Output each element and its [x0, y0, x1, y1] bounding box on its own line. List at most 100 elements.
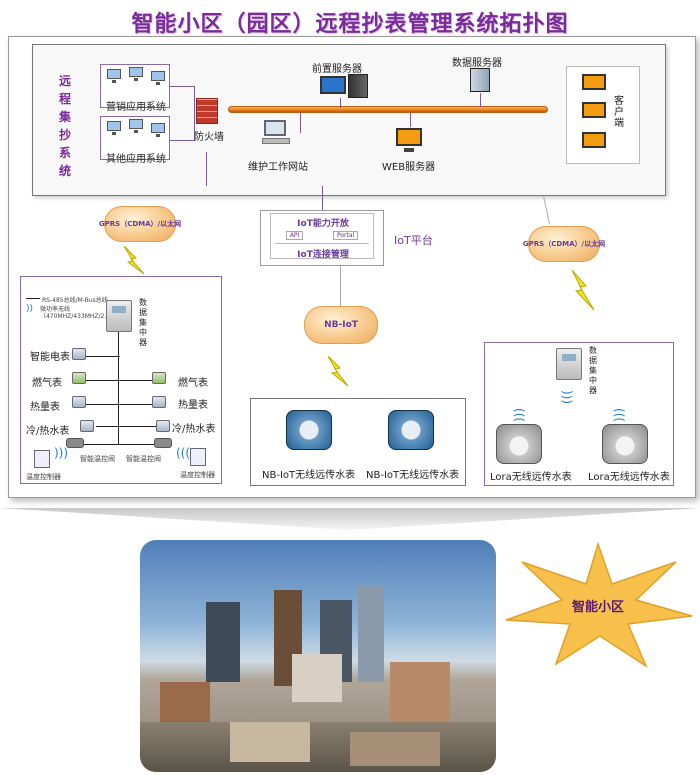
firewall-label: 防火墙 [194, 132, 224, 143]
valve-right-label: 智能温控阀 [126, 455, 161, 463]
iot-tags: API Portal [271, 231, 373, 240]
client-label: 客户端 [614, 96, 624, 129]
iot-connect-title: IoT连接管理 [297, 250, 349, 260]
api-tag: API [285, 231, 304, 240]
computer-icon [151, 71, 165, 85]
connector-line [300, 113, 301, 133]
data-collector-icon [106, 300, 132, 332]
iot-platform-label: IoT平台 [394, 234, 433, 247]
computer-icon [129, 67, 143, 81]
wifi-icon: ))) [54, 446, 69, 460]
nbiot-cloud: NB-IoT [304, 306, 378, 344]
wifi-icon: )) [26, 304, 34, 314]
electric-meter-label: 智能电表 [30, 352, 70, 363]
nbiot-water-meter-icon [388, 410, 434, 450]
coldhot-meter-right-label: 冷/热水表 [172, 424, 216, 435]
collector-label: 数 据 集 中 器 [139, 298, 147, 347]
lora-meter1-label: Lora无线远传水表 [490, 472, 572, 483]
lightning-bolt-icon [327, 356, 349, 387]
gprs-cloud-left: GPRS（CDMA）/以太网 [99, 206, 181, 242]
connector-line [206, 152, 207, 186]
connector-line [170, 86, 194, 87]
building-shape [230, 722, 310, 762]
thermostat-left-label: 温度控制器 [26, 473, 61, 481]
iot-capability-title: IoT能力开放 [297, 219, 349, 229]
gas-meter-icon [72, 372, 86, 384]
electric-meter-icon [72, 348, 86, 360]
legend-wired-line [26, 298, 40, 299]
thermostat-icon [190, 448, 206, 466]
iot-platform-inner: IoT能力开放 API Portal IoT连接管理 [270, 213, 374, 260]
firewall-icon [196, 98, 218, 124]
lora-meter2-label: Lora无线远传水表 [588, 472, 670, 483]
vertical-system-label: 远 程 集 抄 系 统 [58, 74, 71, 178]
lora-water-meter-icon [496, 424, 542, 464]
connector-line [340, 266, 341, 310]
gprs-cloud-right: GPRS（CDMA）/以太网 [523, 226, 605, 262]
nbiot-meter1-label: NB-IoT无线远传水表 [262, 470, 356, 481]
thermostat-icon [34, 450, 50, 468]
nbiot-water-meter-icon [286, 410, 332, 450]
connector-line [480, 93, 481, 107]
thermostat-right-label: 温度控制器 [180, 471, 215, 479]
connector-line [194, 86, 195, 141]
valve-left-label: 智能温控阀 [80, 455, 115, 463]
lightning-bolt-icon [123, 246, 145, 275]
legend-wireless-label: 微功率无线（470MHZ/433MHZ/2.4G） [40, 306, 121, 320]
data-server-label: 数据服务器 [452, 58, 502, 69]
heat-meter-icon [72, 396, 86, 408]
bus-line [86, 356, 120, 357]
maintenance-label: 维护工作网站 [248, 162, 308, 173]
connector-line [322, 186, 323, 210]
bus-line [84, 444, 164, 445]
web-server-icon [396, 128, 422, 146]
smart-community-star: 智能小区 [505, 541, 693, 668]
divider [275, 243, 369, 244]
nbiot-meter2-label: NB-IoT无线远传水表 [366, 470, 460, 481]
computer-icon [151, 123, 165, 137]
client-monitor-icon [582, 102, 606, 118]
workstation-icon [262, 118, 290, 148]
marketing-system-label: 营销应用系统 [106, 102, 166, 113]
client-monitor-icon [582, 74, 606, 90]
computer-icon [129, 119, 143, 133]
collector-label: 数 据 集 中 器 [589, 346, 597, 395]
portal-tag: Portal [332, 231, 359, 240]
monitor-stand [404, 148, 414, 152]
water-meter-icon [80, 420, 94, 432]
divider-wedge [0, 508, 700, 530]
web-server-label: WEB服务器 [382, 162, 436, 173]
building-shape [390, 662, 450, 722]
heat-meter-right-label: 热量表 [178, 400, 208, 411]
heat-meter-icon [152, 396, 166, 408]
database-server-icon [470, 68, 490, 92]
client-monitor-icon [582, 132, 606, 148]
ground-shape [140, 722, 496, 772]
wifi-icon: ))) [512, 407, 527, 423]
bus-line [86, 404, 166, 405]
valve-icon [154, 438, 172, 448]
network-bus [228, 106, 548, 113]
front-server-label: 前置服务器 [312, 64, 362, 75]
connector-line [410, 113, 411, 127]
building-shape [350, 732, 440, 766]
lora-water-meter-icon [602, 424, 648, 464]
smart-community-label: 智能小区 [572, 599, 624, 615]
server-monitor-icon [320, 76, 346, 94]
marketing-system-box [100, 64, 170, 108]
gas-meter-left-label: 燃气表 [32, 378, 62, 389]
page-title: 智能小区（园区）远程抄表管理系统拓扑图 [131, 12, 569, 37]
monitor-icon [264, 120, 286, 136]
heat-meter-left-label: 热量表 [30, 402, 60, 413]
building-shape [206, 602, 240, 682]
wifi-icon: ))) [560, 389, 575, 405]
coldhot-meter-left-label: 冷/热水表 [26, 426, 70, 437]
building-shape [292, 654, 342, 702]
other-system-label: 其他应用系统 [106, 154, 166, 165]
water-meter-icon [156, 420, 170, 432]
gas-meter-icon [152, 372, 166, 384]
gas-meter-right-label: 燃气表 [178, 378, 208, 389]
connector-line [170, 140, 194, 141]
data-collector-icon [556, 348, 582, 380]
bus-line [86, 380, 166, 381]
